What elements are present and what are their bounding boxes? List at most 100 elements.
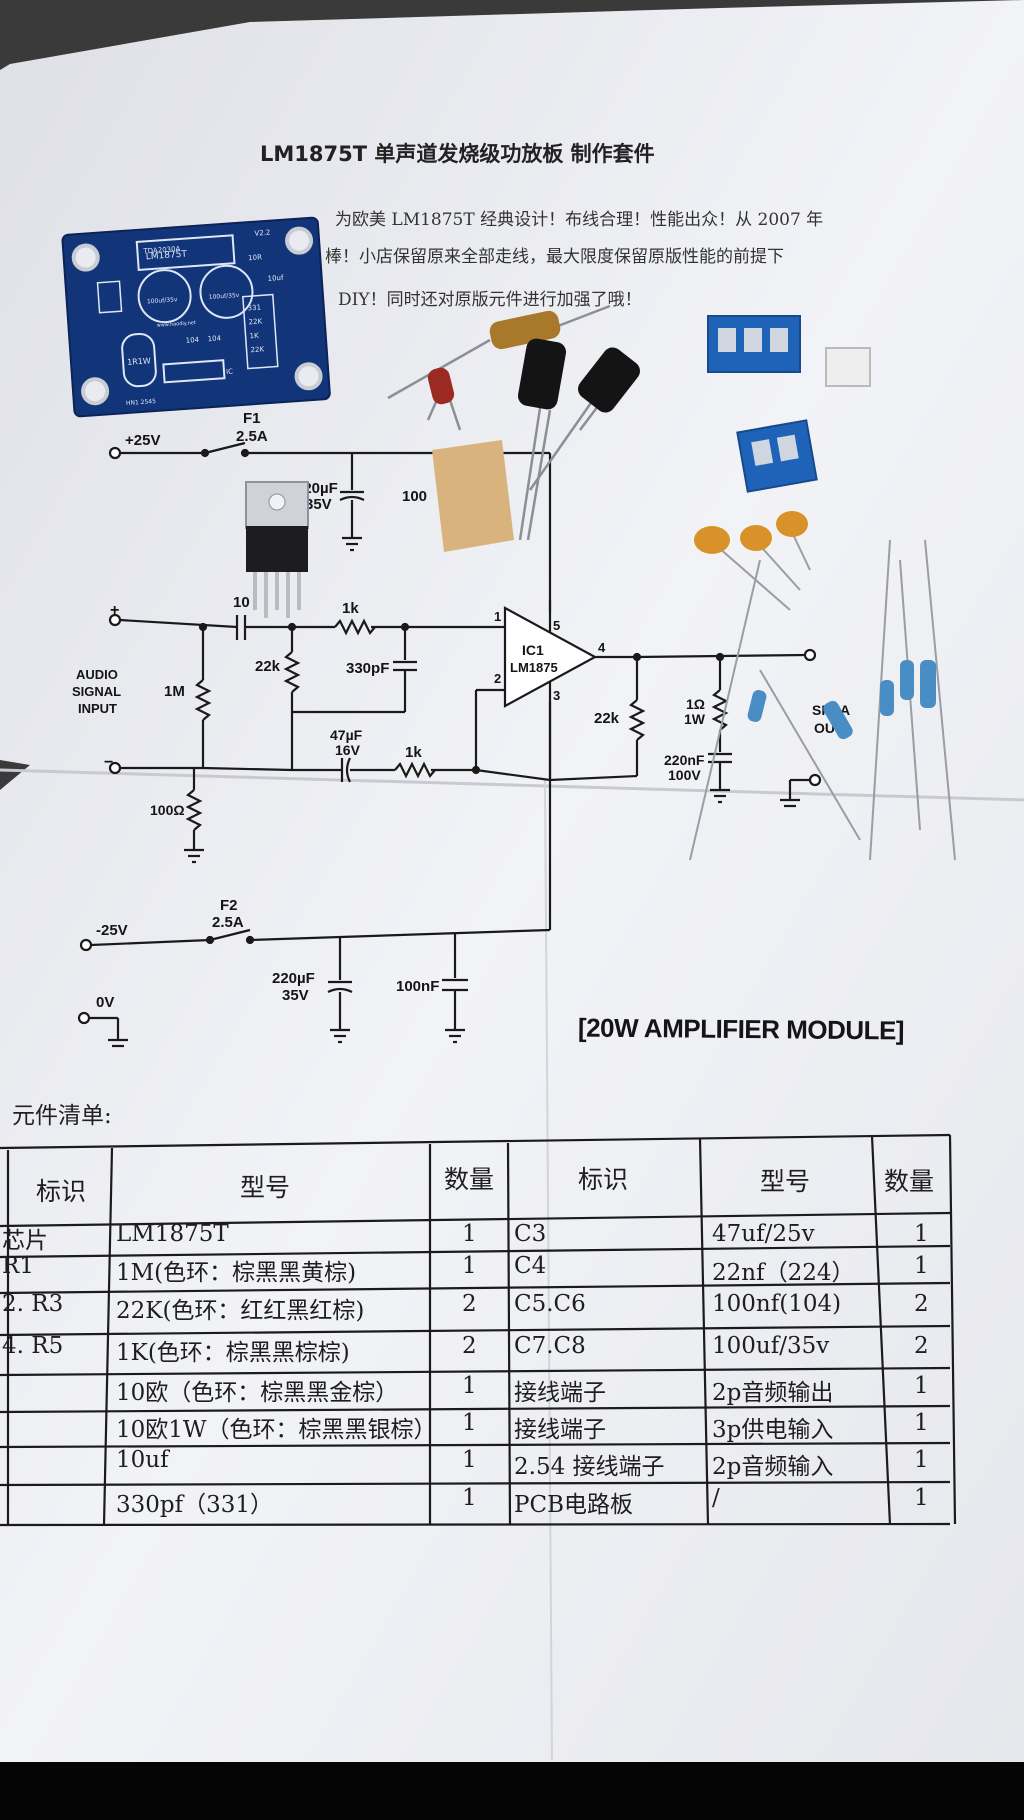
- label-pos-rail: +25V: [125, 432, 161, 449]
- label-fuse1-rating: 2.5A: [236, 428, 268, 445]
- table-cell: 1: [462, 1410, 477, 1436]
- pcb-silk-104a: 104: [185, 336, 199, 345]
- label-pin1: 1: [494, 609, 502, 624]
- table-cell: 4. R5: [2, 1333, 64, 1359]
- pcb-silk-tda2030: TDA2030A: [142, 245, 181, 256]
- pcb-silk-url: www.haodiy.net: [156, 320, 196, 329]
- table-cell: /: [712, 1485, 720, 1511]
- table-cell: 2p音频输入: [712, 1454, 834, 1480]
- label-neg-rail: -25V: [96, 922, 128, 939]
- ceramic-cap-1: [694, 526, 730, 554]
- pcb-silk-cap2: 100uf/35v: [209, 292, 240, 301]
- label-r-22k-right: 22k: [594, 710, 620, 727]
- intro-line-1: 为欧美 LM1875T 经典设计！布线合理！性能出众！从 2007 年: [335, 210, 824, 230]
- pcb-silk-version: V2.2: [254, 229, 270, 238]
- table-cell: PCB电路板: [514, 1492, 633, 1518]
- pcb-board: LM1875T TDA2030A 100uf/35v 100uf/35v 1R1…: [61, 216, 331, 418]
- table-cell: 2: [914, 1291, 929, 1317]
- terminal-2p: [736, 419, 818, 493]
- resistor-2: [823, 700, 853, 740]
- resistor-4: [920, 660, 936, 708]
- table-cell: C7.C8: [514, 1333, 586, 1359]
- label-pin5: 5: [553, 618, 561, 633]
- table-cell: 1: [914, 1373, 929, 1399]
- table-cell: 接线端子: [514, 1380, 606, 1406]
- table-cell: 芯片: [2, 1228, 48, 1254]
- table-cell: 1: [914, 1485, 929, 1511]
- film-capacitor: [489, 310, 561, 350]
- table-cell: 1: [462, 1373, 477, 1399]
- label-input: INPUT: [78, 701, 117, 716]
- label-c-47-v: 16V: [335, 742, 360, 758]
- label-c-220-bottom-v: 35V: [282, 987, 309, 1004]
- electrolytic-cap-2: [578, 347, 640, 413]
- table-cell: 2p音频输出: [712, 1380, 834, 1406]
- intro-line-3: DIY！同时还对原版元件进行加强了哦！: [338, 290, 642, 310]
- bom-header-id-1: 标识: [36, 1177, 87, 1206]
- table-cell: 10uf: [116, 1447, 169, 1473]
- terminal-blocks: [707, 315, 871, 493]
- table-cell: 1: [914, 1410, 929, 1436]
- pcb-silk-code: HN1 2545: [126, 398, 157, 407]
- resistor-3: [900, 660, 914, 700]
- table-cell: 1: [914, 1221, 929, 1247]
- table-cell: 2: [914, 1333, 929, 1359]
- label-r-100: 100Ω: [150, 802, 185, 818]
- pcb-silk-1k: 1K: [249, 332, 259, 341]
- pcb-silk-22k: 22K: [248, 317, 262, 326]
- table-cell: 1: [462, 1221, 477, 1247]
- label-c-220-top-v: 35V: [305, 496, 332, 513]
- resistor-5: [880, 680, 894, 716]
- pcb-silk-cap1: 100uf/35v: [147, 296, 178, 305]
- parts-table-grid: [0, 1133, 957, 1527]
- label-r-1ohm: 1Ω: [686, 696, 706, 712]
- table-cell: 2.54 接线端子: [514, 1454, 665, 1480]
- pcb-silk-104b: 104: [207, 334, 221, 343]
- table-cell: 2. R3: [2, 1291, 64, 1317]
- pcb-silk-10uf: 10uf: [267, 274, 284, 283]
- table-cell: 10欧1W（色环：棕黑黑银棕）: [116, 1417, 437, 1443]
- table-cell: C5.C6: [514, 1291, 586, 1317]
- label-input-plus: +: [110, 602, 120, 619]
- fold-line: [544, 779, 553, 1761]
- table-cell: LM1875T: [116, 1221, 229, 1247]
- module-label: [20W AMPLIFIER MODULE]: [577, 1012, 905, 1046]
- label-r-22k-left: 22k: [255, 658, 281, 675]
- intro-line-2: 棒！小店保留原来全部走线，最大限度保留原版性能的前提下: [325, 247, 784, 267]
- pcb-silk-22k-b: 22K: [250, 345, 264, 354]
- table-cell: 47uf/25v: [712, 1221, 815, 1247]
- table-cell: 2: [462, 1333, 477, 1359]
- label-fuse2: F2: [220, 897, 238, 914]
- table-cell: 2: [462, 1291, 477, 1317]
- table-cell: 330pf（331）: [116, 1492, 274, 1518]
- label-ic-name: IC1: [522, 642, 544, 658]
- label-signal: SIGNAL: [72, 684, 122, 699]
- label-audio: AUDIO: [76, 667, 118, 682]
- label-c-220n: 220nF: [664, 752, 705, 768]
- ceramic-cap-2: [740, 525, 772, 551]
- label-fuse1: F1: [243, 410, 261, 427]
- label-fuse2-rating: 2.5A: [212, 914, 244, 931]
- bom-header-qty-1: 数量: [444, 1165, 495, 1194]
- label-c-220n-v: 100V: [668, 767, 701, 783]
- label-input-minus: −: [104, 754, 114, 771]
- parts-list-title: 元件清单:: [12, 1103, 112, 1129]
- bom-header-qty-2: 数量: [884, 1167, 935, 1196]
- resistors-and-ceramic-caps: [689, 511, 956, 861]
- bottom-shadow: [0, 1762, 1024, 1820]
- pcb-silk-10r: 10R: [248, 253, 262, 262]
- electrolytic-cap-1: [517, 338, 567, 410]
- pcb-silk-331: 331: [247, 303, 261, 312]
- bom-header-model-2: 型号: [760, 1167, 811, 1196]
- table-cell: 100nf(104): [712, 1291, 842, 1317]
- label-r-1ohm-w: 1W: [684, 711, 705, 727]
- lm1875-chip: [245, 481, 309, 618]
- bom-header-model-1: 型号: [240, 1173, 291, 1202]
- cardboard-holder: [432, 440, 514, 552]
- header-2p: [825, 347, 871, 387]
- ceramic-cap-3: [776, 511, 808, 537]
- resistor-1: [747, 690, 767, 722]
- fold-line: [0, 768, 1024, 802]
- loose-capacitors: [387, 304, 640, 552]
- table-cell: 1: [462, 1253, 477, 1279]
